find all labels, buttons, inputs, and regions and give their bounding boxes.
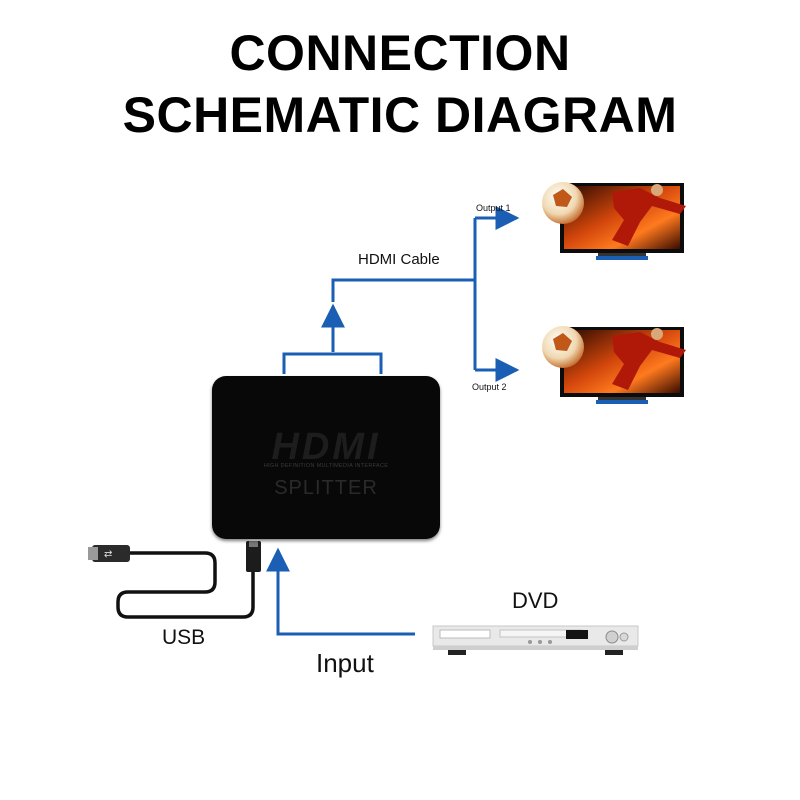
svg-text:⇄: ⇄ — [104, 549, 112, 560]
input-label: Input — [316, 648, 374, 678]
hdmi-cable-label: HDMI Cable — [358, 251, 440, 268]
diagram-title-line2: SCHEMATIC DIAGRAM — [122, 87, 678, 143]
usb-cable-icon: ⇄ — [88, 541, 261, 619]
hdmi-splitter-device: HDMI HIGH DEFINITION MULTIMEDIA INTERFAC… — [212, 376, 440, 539]
usb-label: USB — [162, 626, 206, 649]
tv-icon — [542, 326, 686, 404]
hdmi-tagline: HIGH DEFINITION MULTIMEDIA INTERFACE — [263, 463, 389, 469]
output1-label: Output 1 — [476, 203, 511, 213]
input-arrow — [266, 547, 415, 636]
splitter-label: SPLITTER — [274, 477, 378, 499]
hdmi-logo: HDMI — [271, 426, 381, 468]
tv-icon — [542, 182, 686, 260]
diagram-title-line1: CONNECTION — [229, 25, 571, 81]
hdmi-output-cable — [282, 206, 520, 382]
output2-label: Output 2 — [472, 382, 507, 392]
dvd-label: DVD — [512, 588, 559, 613]
dvd-player-icon — [432, 625, 639, 655]
